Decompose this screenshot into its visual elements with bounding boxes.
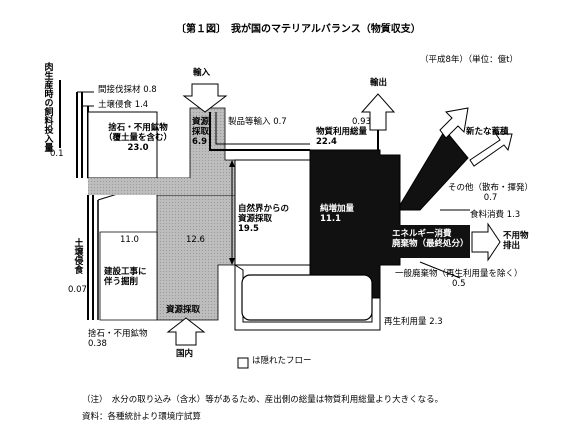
new-stock-label: 新たな蓄積 xyxy=(466,127,509,137)
livestock-feed-label: 肉生産時の飼料投入量 xyxy=(42,62,53,152)
import-label: 輸入 xyxy=(193,68,211,78)
soil-erosion-left-label: 土壌侵食 xyxy=(72,238,83,274)
value-12-6: 12.6 xyxy=(186,235,205,245)
recycle-label: 再生利用量 2.3 xyxy=(384,317,443,327)
material-use-block xyxy=(309,129,469,299)
energy-label: エネルギー消費 廃棄物（最終処分） xyxy=(392,229,469,249)
domestic-extraction-label: 資源採取 xyxy=(166,305,201,315)
value-11: 11.0 xyxy=(120,235,139,245)
natural-extraction-label: 自然界からの 資源採取 19.5 xyxy=(238,204,290,234)
connector-band xyxy=(88,178,235,195)
product-import-label: 製品等輸入 0.7 xyxy=(228,117,287,127)
others-arrow xyxy=(469,133,513,167)
soil-erosion-top-label: 土壌侵食 1.4 xyxy=(98,100,149,110)
diagram-title: 〔第１図〕 我が国のマテリアルバランス（物質収支） xyxy=(176,24,421,35)
unused-arrow xyxy=(471,222,501,262)
general-waste-label: 一般廃棄物（再生利用量を除く） 0.5 xyxy=(395,269,523,289)
export-arrow xyxy=(360,93,396,131)
resource-import-label: 資源 採取 6.9 xyxy=(192,117,210,147)
construction-label: 建設工事に 伴う掘削 xyxy=(104,267,147,287)
value-0-1: 0.1 xyxy=(50,149,64,159)
export-label: 輸出 xyxy=(370,78,388,88)
food-label: 食料消費 1.3 xyxy=(470,210,521,220)
import-arrow xyxy=(182,83,228,113)
value-0-07: 0.07 xyxy=(68,285,87,295)
others-label: その他（散布・揮発） 0.7 xyxy=(448,183,534,203)
export-value: 0.93 xyxy=(352,117,371,127)
footnote-note: （注） 水分の取り込み（含水）等があるため、産出側の総量は物質利用総量より大きく… xyxy=(82,395,444,405)
material-total-label: 物質利用総量 22.4 xyxy=(316,127,368,147)
footnote-source: 資料：各種統計より環境庁試算 xyxy=(82,412,201,422)
natural-extraction-box xyxy=(234,159,311,266)
domestic-extraction-band xyxy=(156,194,236,321)
indirect-logging-label: 間接伐採材 0.8 xyxy=(98,85,157,95)
unused-label: 不用物 排出 xyxy=(503,231,529,251)
waste-rock-bottom-label: 捨石・不用鉱物 0.38 xyxy=(88,329,148,349)
legend-label: は隠れたフロー xyxy=(252,356,312,366)
domestic-label: 国内 xyxy=(176,349,194,359)
product-import-line xyxy=(209,112,310,151)
domestic-arrow xyxy=(166,317,206,346)
legend-swatch xyxy=(237,357,249,369)
stock-label: 純増加量 11.1 xyxy=(320,204,355,224)
waste-output-band xyxy=(380,225,470,258)
construction-area xyxy=(99,231,158,321)
unit-note: （平成8年）（単位：億t） xyxy=(420,55,518,65)
waste-rock-label: 捨石・不用鉱物 （覆土量を含む） 23.0 xyxy=(104,123,173,153)
new-stock-arrow xyxy=(439,107,469,139)
